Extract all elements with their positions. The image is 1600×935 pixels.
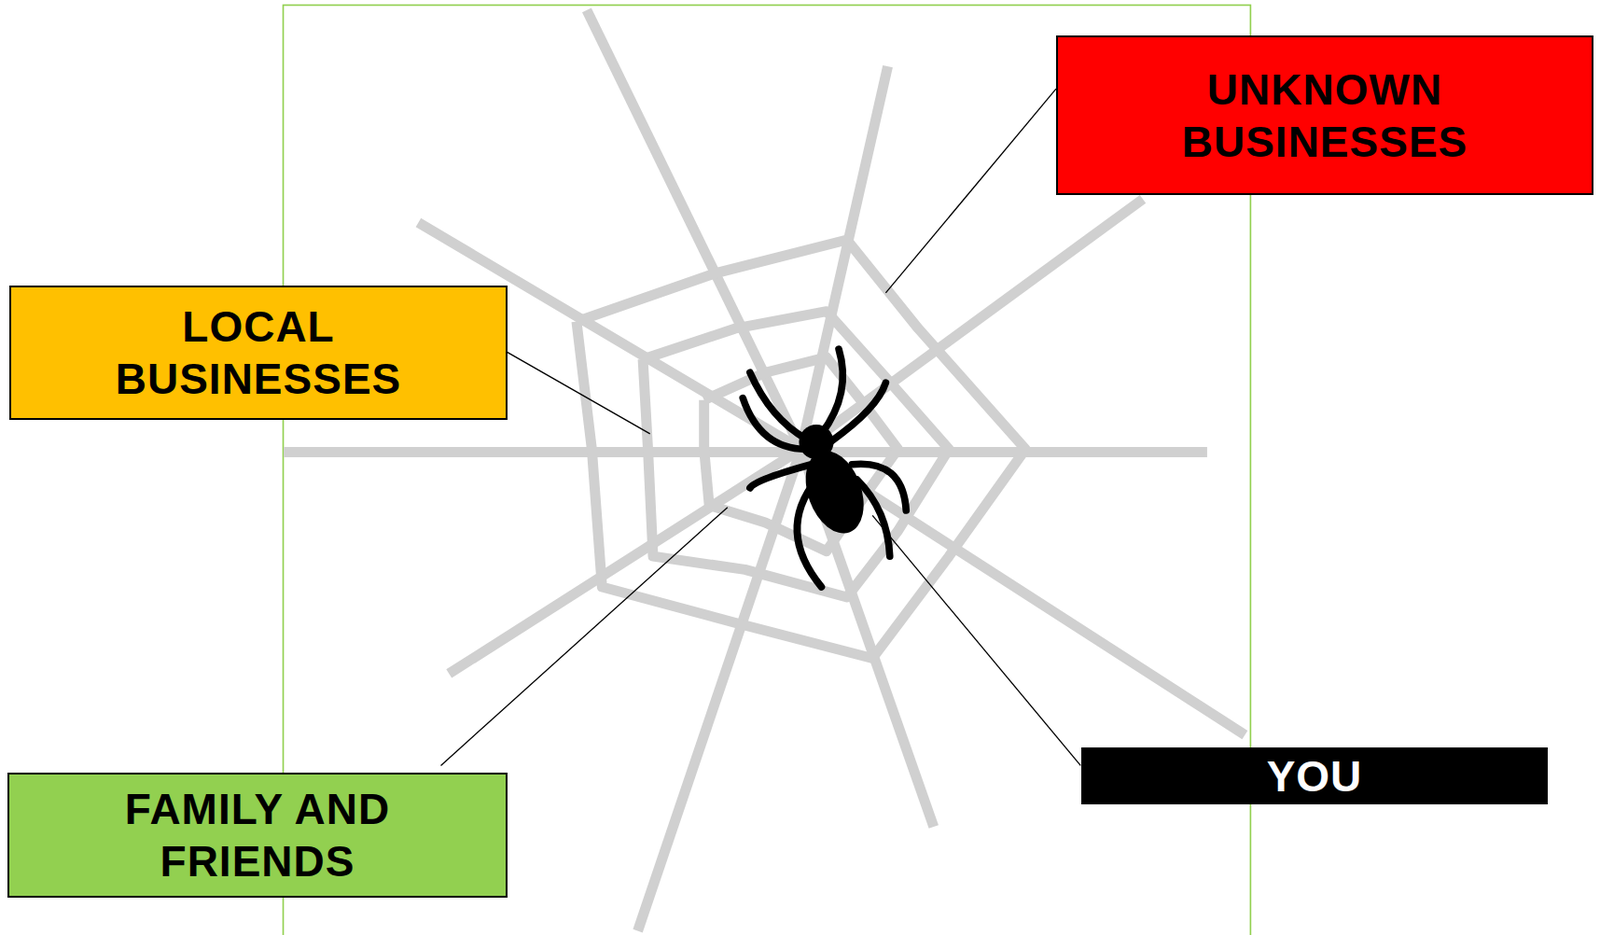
spider-leg xyxy=(831,382,886,441)
spider-body xyxy=(794,442,875,542)
leader-line xyxy=(507,351,651,434)
web-spoke xyxy=(448,448,801,674)
spider-leg xyxy=(750,464,812,488)
label-box: YOU xyxy=(1081,747,1548,805)
spider xyxy=(742,348,906,587)
box-label: LOCAL BUSINESSES xyxy=(62,300,455,405)
label-box: UNKNOWN BUSINESSES xyxy=(1056,35,1594,195)
leader-lines xyxy=(441,88,1082,766)
web-spoke xyxy=(801,448,1246,735)
box-label: YOU xyxy=(1266,750,1364,803)
web-ring xyxy=(576,239,1026,658)
web-spoke xyxy=(638,448,802,931)
leader-line xyxy=(885,88,1057,293)
label-box: LOCAL BUSINESSES xyxy=(9,285,508,420)
box-label: UNKNOWN BUSINESSES xyxy=(1128,63,1521,168)
web-spoke xyxy=(283,446,1208,458)
spider-leg xyxy=(820,348,843,434)
leader-line xyxy=(441,507,728,766)
box-label: FAMILY AND FRIENDS xyxy=(61,782,454,888)
spider-leg xyxy=(742,398,807,450)
label-box: FAMILY AND FRIENDS xyxy=(7,772,508,898)
web-spoke xyxy=(801,198,1143,449)
leader-line xyxy=(872,514,1081,766)
web-ring xyxy=(642,311,949,598)
